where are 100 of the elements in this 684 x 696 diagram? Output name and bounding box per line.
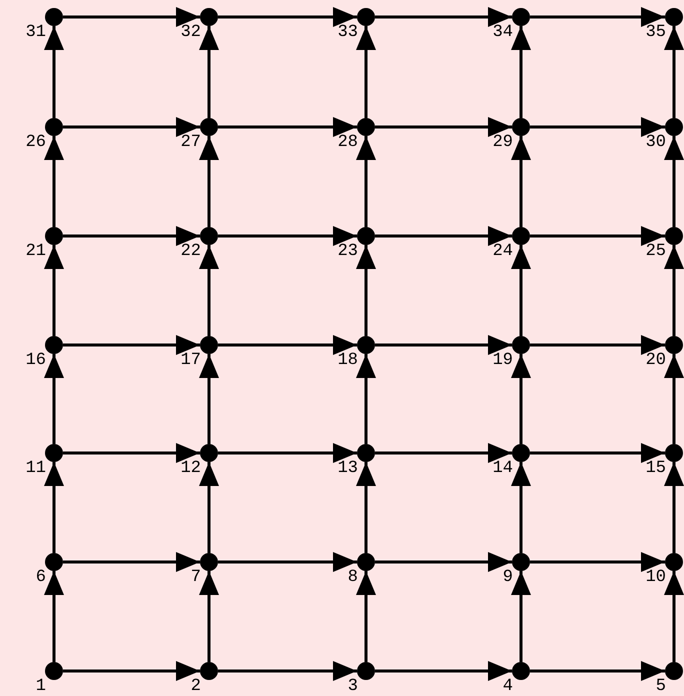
node-number: 25 [644, 243, 666, 261]
arrow [530, 117, 665, 137]
arrow [530, 7, 665, 27]
arrow [356, 462, 376, 553]
arrow [44, 136, 64, 227]
arrow [530, 335, 665, 355]
arrow [511, 245, 531, 336]
arrow [218, 443, 357, 463]
node-dot [512, 227, 530, 245]
node-dot [200, 227, 218, 245]
arrow [530, 226, 665, 246]
node-number: 27 [180, 134, 201, 152]
arrow [511, 26, 531, 118]
arrow [199, 245, 219, 336]
arrow [44, 26, 64, 118]
arrow [63, 661, 200, 681]
arrow [356, 354, 376, 444]
node-number: 1 [34, 678, 46, 696]
arrow [218, 335, 357, 355]
arrow [375, 443, 512, 463]
node-number: 32 [180, 24, 201, 42]
node-dot [357, 118, 375, 136]
arrow [356, 26, 376, 118]
node-number: 23 [336, 243, 358, 261]
node-dot [357, 8, 375, 26]
node-dot [665, 118, 683, 136]
arrow [199, 462, 219, 553]
arrow [375, 117, 512, 137]
node-dot [45, 227, 63, 245]
arrow [218, 226, 357, 246]
node-dot [512, 444, 530, 462]
node-dot [45, 444, 63, 462]
arrow [664, 245, 684, 336]
arrow [63, 552, 200, 572]
node-number: 8 [346, 569, 358, 587]
arrow [511, 136, 531, 227]
node-number: 20 [644, 352, 666, 370]
node-number: 3 [346, 678, 358, 696]
node-dot [45, 8, 63, 26]
node-number: 26 [24, 134, 46, 152]
node-number: 14 [492, 460, 513, 478]
node-dot [512, 336, 530, 354]
arrow [356, 136, 376, 227]
arrow [375, 552, 512, 572]
node-dot [200, 662, 218, 680]
node-dot [357, 336, 375, 354]
node-dot [357, 227, 375, 245]
arrow [63, 7, 200, 27]
node-dot [665, 227, 683, 245]
node-dot [200, 553, 218, 571]
arrow [218, 117, 357, 137]
node-number: 6 [34, 569, 46, 587]
node-number: 16 [24, 352, 46, 370]
arrow [199, 136, 219, 227]
arrow [199, 571, 219, 662]
node-number: 31 [24, 24, 46, 42]
arrow [218, 552, 357, 572]
node-number: 21 [24, 243, 46, 261]
node-dot [200, 118, 218, 136]
node-number: 33 [336, 24, 358, 42]
node-dot [512, 662, 530, 680]
node-dot [200, 444, 218, 462]
arrow [511, 462, 531, 553]
node-number: 4 [502, 678, 513, 696]
arrow [356, 571, 376, 662]
node-number: 15 [644, 460, 666, 478]
node-number: 11 [24, 460, 46, 478]
arrow [664, 136, 684, 227]
node-dot [665, 8, 683, 26]
node-number: 2 [190, 678, 201, 696]
arrow [530, 443, 665, 463]
node-number: 35 [644, 24, 666, 42]
arrow [218, 661, 357, 681]
node-number: 17 [180, 352, 201, 370]
node-dot [45, 118, 63, 136]
arrow [44, 354, 64, 444]
node-dot [45, 662, 63, 680]
arrow [63, 226, 200, 246]
node-number: 28 [336, 134, 358, 152]
node-dot [512, 8, 530, 26]
arrow [511, 571, 531, 662]
node-dot [665, 336, 683, 354]
arrow [664, 462, 684, 553]
node-dot [512, 553, 530, 571]
arrow [511, 354, 531, 444]
node-dot [357, 553, 375, 571]
arrow [199, 354, 219, 444]
node-number: 5 [654, 678, 666, 696]
node-number: 18 [336, 352, 358, 370]
arrow [664, 571, 684, 662]
arrow [664, 26, 684, 118]
node-dot [200, 336, 218, 354]
node-dot [665, 662, 683, 680]
node-number: 24 [492, 243, 513, 261]
node-dot [357, 444, 375, 462]
node-dot [45, 553, 63, 571]
arrow [664, 354, 684, 444]
arrow [218, 7, 357, 27]
node-dot [357, 662, 375, 680]
node-number: 7 [190, 569, 201, 587]
